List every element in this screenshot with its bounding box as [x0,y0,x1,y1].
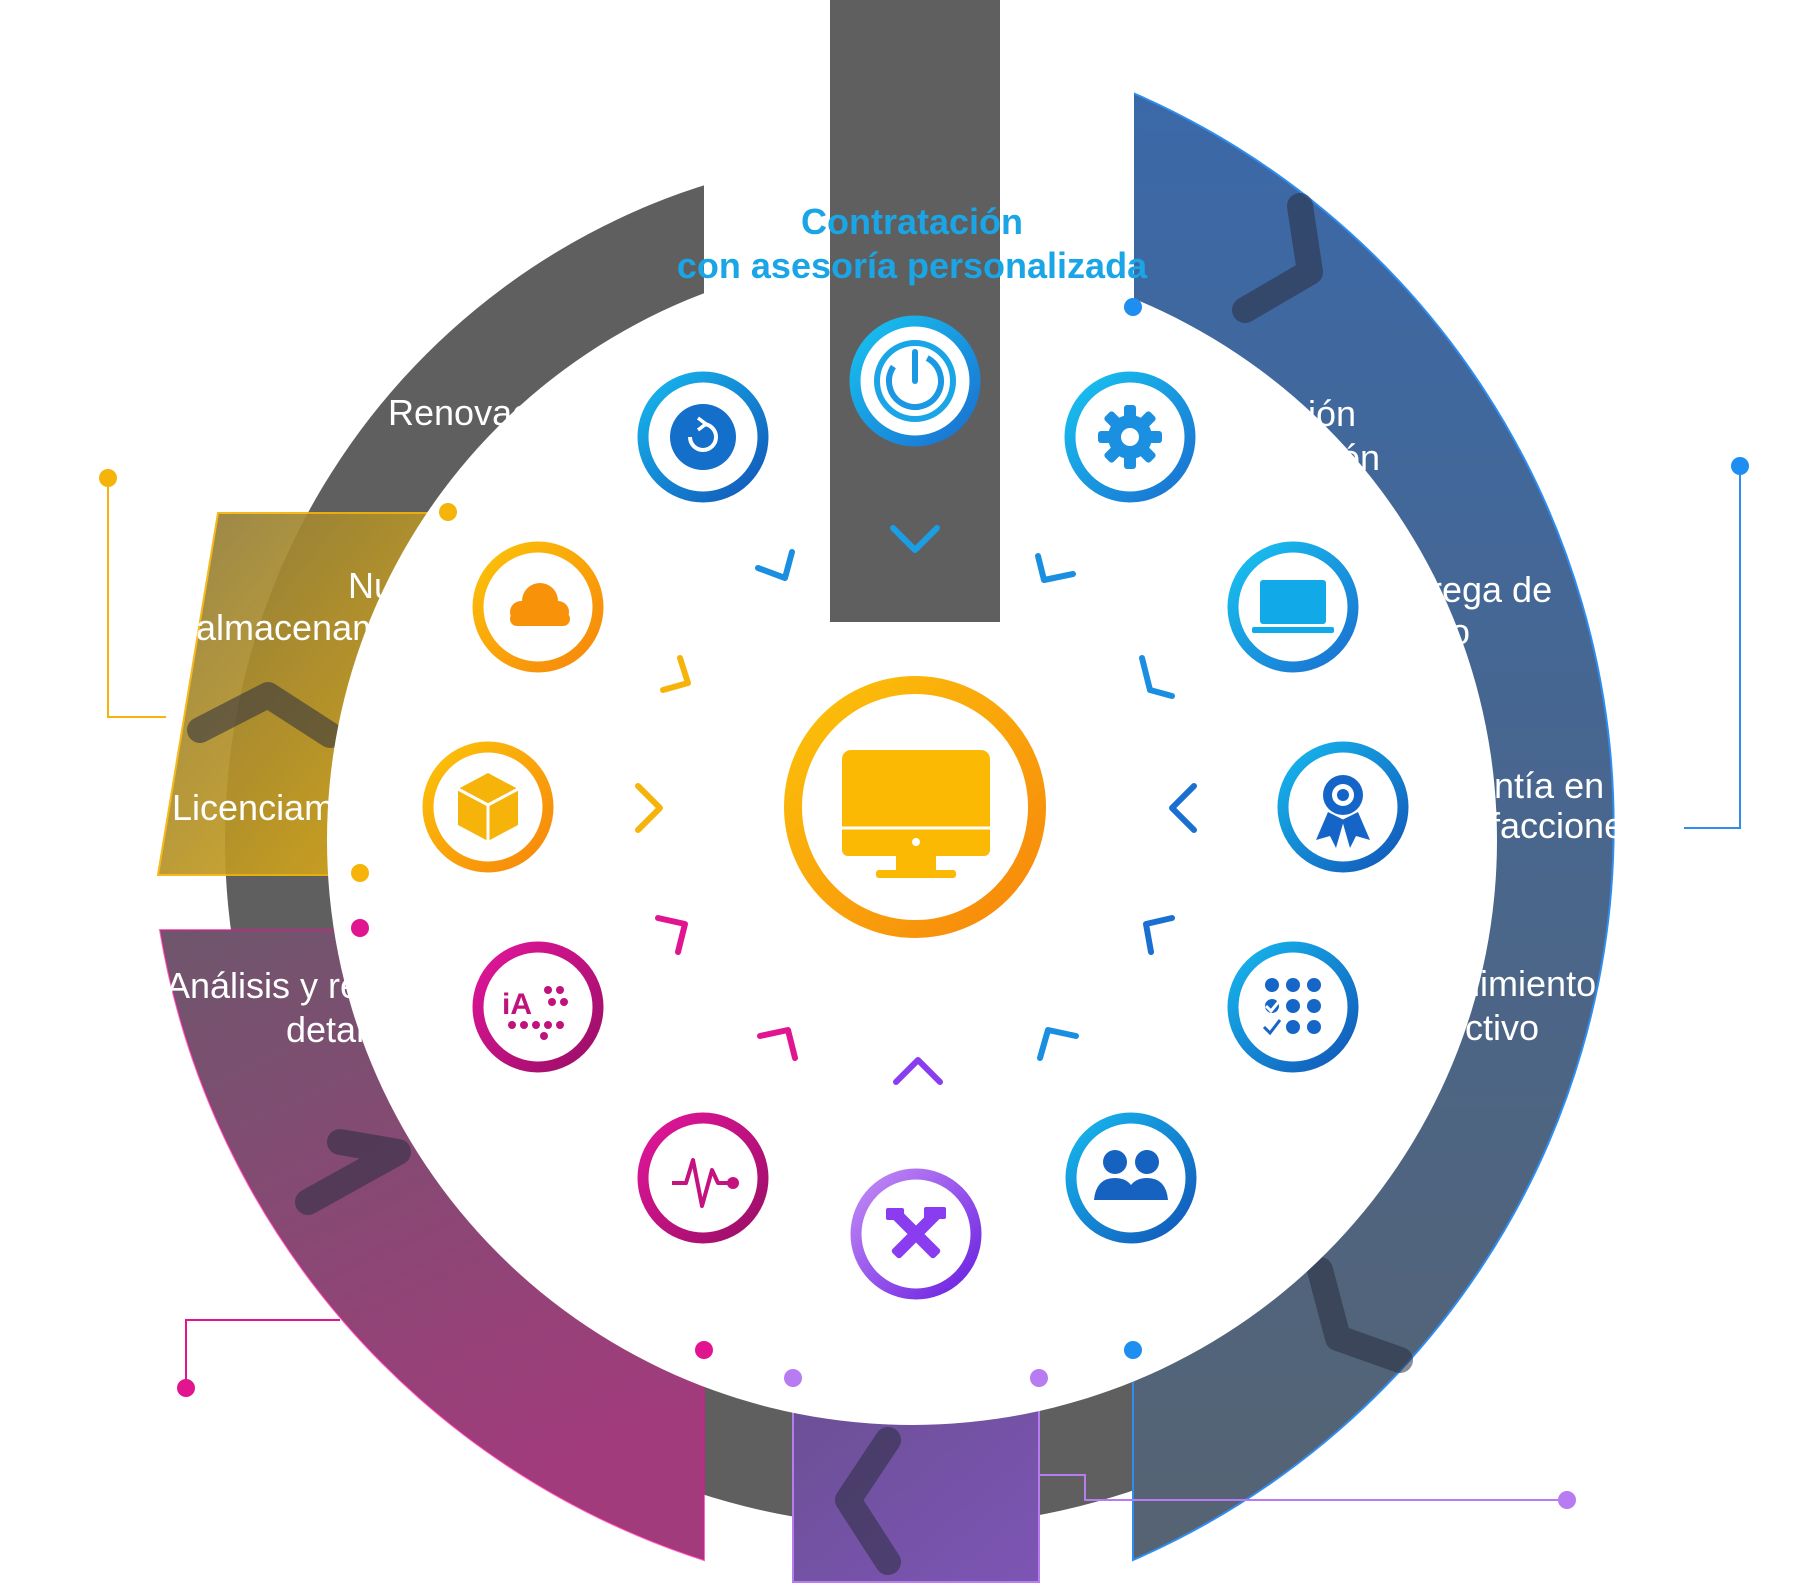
dot-gold-1 [99,469,117,487]
label-garantia-2: facciones [1490,805,1642,846]
monitor-icon [784,676,1046,938]
ring-chevrons [187,193,1413,1575]
dot-magenta-1 [351,919,369,937]
connector-magenta-left [185,1319,340,1388]
chevron-1-icon [755,549,795,581]
dot-magenta-2 [177,1379,195,1397]
label-entrega-1: rega de [1430,569,1552,610]
label-garantia-1: antía en parte [1474,765,1696,806]
heartbeat-icon [637,1112,769,1244]
connector-blue-right [1684,466,1741,829]
chevron-8-icon [1143,915,1175,955]
chevron-5-icon [635,783,663,833]
connector-dots [99,298,1749,1509]
laptop-icon [1227,541,1359,673]
chevron-3-icon [660,655,691,693]
connector-purple-bottom [1039,1474,1567,1501]
ring-chevron-bottom [835,1427,901,1575]
dot-purple-2 [1030,1369,1048,1387]
dot-purple-1 [784,1369,802,1387]
dot-blue-2 [1731,457,1749,475]
icon-ring: iA [422,315,1409,1300]
inner-chevrons [635,525,1197,1085]
dot-gold-2 [439,503,457,521]
connector-gold-left [107,478,166,718]
svg-text:iA: iA [502,988,532,1021]
connectors [107,466,1741,1501]
chevron-up-icon [893,1057,943,1085]
ring-chevron-upper-right [1232,193,1323,323]
chevron-9-icon [757,1027,798,1061]
chevron-2-icon [1035,553,1076,583]
users-icon [1065,1112,1197,1244]
chevron-10-icon [1037,1027,1079,1061]
dot-gold-3 [351,864,369,882]
ring-chevron-left [187,682,343,748]
top-bar-front [830,0,1000,622]
chevron-6-icon [1169,783,1197,833]
chevron-7-icon [655,915,688,955]
refresh-icon [637,371,769,503]
dot-blue-3 [1124,1341,1142,1359]
title-line-2: con asesoría personalizada [677,245,1148,286]
label-nube-2: almacenami [196,607,390,648]
ring-chevron-lower-left [295,1129,411,1215]
dot-magenta-3 [695,1341,713,1359]
tools-icon [850,1168,982,1300]
power-icon [849,315,981,447]
box-icon [422,741,554,873]
title-line-1: Contratación [801,201,1023,242]
cloud-icon [472,541,604,673]
chevron-down-icon [890,525,940,553]
ai-icon: iA [472,941,604,1073]
ring-chevron-lower-right [1307,1257,1413,1373]
award-icon [1277,741,1409,873]
gear-icon [1064,371,1196,503]
chevron-4-icon [1139,655,1175,699]
checklist-grid-icon [1227,941,1359,1073]
dot-purple-3 [1558,1491,1576,1509]
dot-blue-1 [1124,298,1142,316]
